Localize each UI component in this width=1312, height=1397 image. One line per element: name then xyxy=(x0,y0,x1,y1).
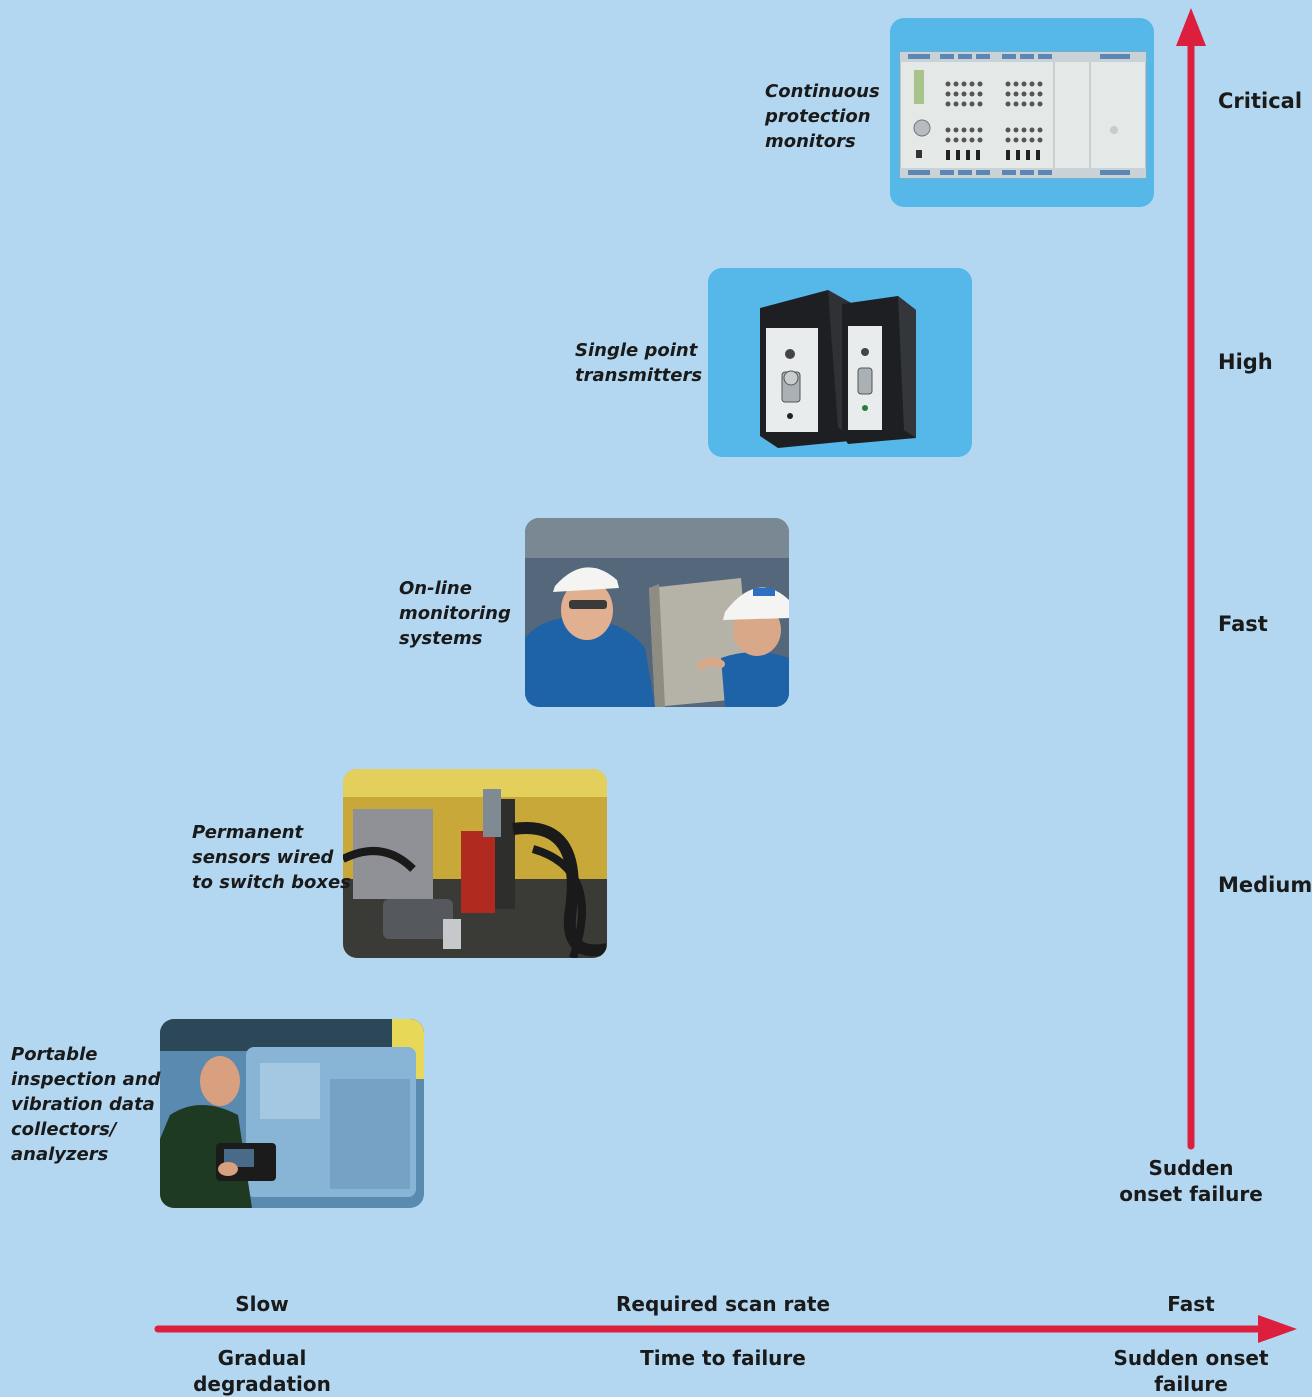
protection-monitor-rack-image xyxy=(890,18,1154,207)
y-axis-arrowhead xyxy=(1176,8,1206,46)
item-label-portable-inspection: Portable inspection and vibration data c… xyxy=(11,1044,161,1165)
technicians-with-cabinet-image xyxy=(525,518,789,707)
wired-sensors-machinery-image xyxy=(343,769,607,958)
x-axis-top-left-label: Slow xyxy=(235,1292,289,1316)
x-axis-bottom-center-label: Time to failure xyxy=(640,1346,806,1370)
transmitter-modules-image xyxy=(708,268,972,457)
x-axis-top-right-label: Fast xyxy=(1167,1292,1215,1316)
x-axis-top-center-label: Required scan rate xyxy=(615,1292,831,1316)
x-axis-arrowhead xyxy=(1258,1315,1297,1343)
y-axis-tick-fast: Fast xyxy=(1218,612,1268,636)
y-axis-tick-critical: Critical xyxy=(1218,89,1303,113)
y-axis-tick-high: High xyxy=(1218,350,1273,374)
y-axis-tick-medium: Medium xyxy=(1218,873,1312,897)
x-axis-bottom-left-label: Gradual degradation xyxy=(193,1346,331,1396)
item-label-on-line-monitoring-systems: On-line monitoring systems xyxy=(399,578,511,649)
technician-with-handheld-collector-image xyxy=(160,1019,424,1208)
x-axis-bottom-right-label: Sudden onset failure xyxy=(1113,1346,1269,1396)
item-label-single-point-transmitters: Single point transmitters xyxy=(575,340,703,386)
item-label-continuous-protection-monitors: Continuous protection monitors xyxy=(765,81,880,152)
y-axis-bottom-label: Sudden onset failure xyxy=(1119,1156,1263,1206)
item-label-permanent-sensors: Permanent sensors wired to switch boxes xyxy=(192,822,351,893)
